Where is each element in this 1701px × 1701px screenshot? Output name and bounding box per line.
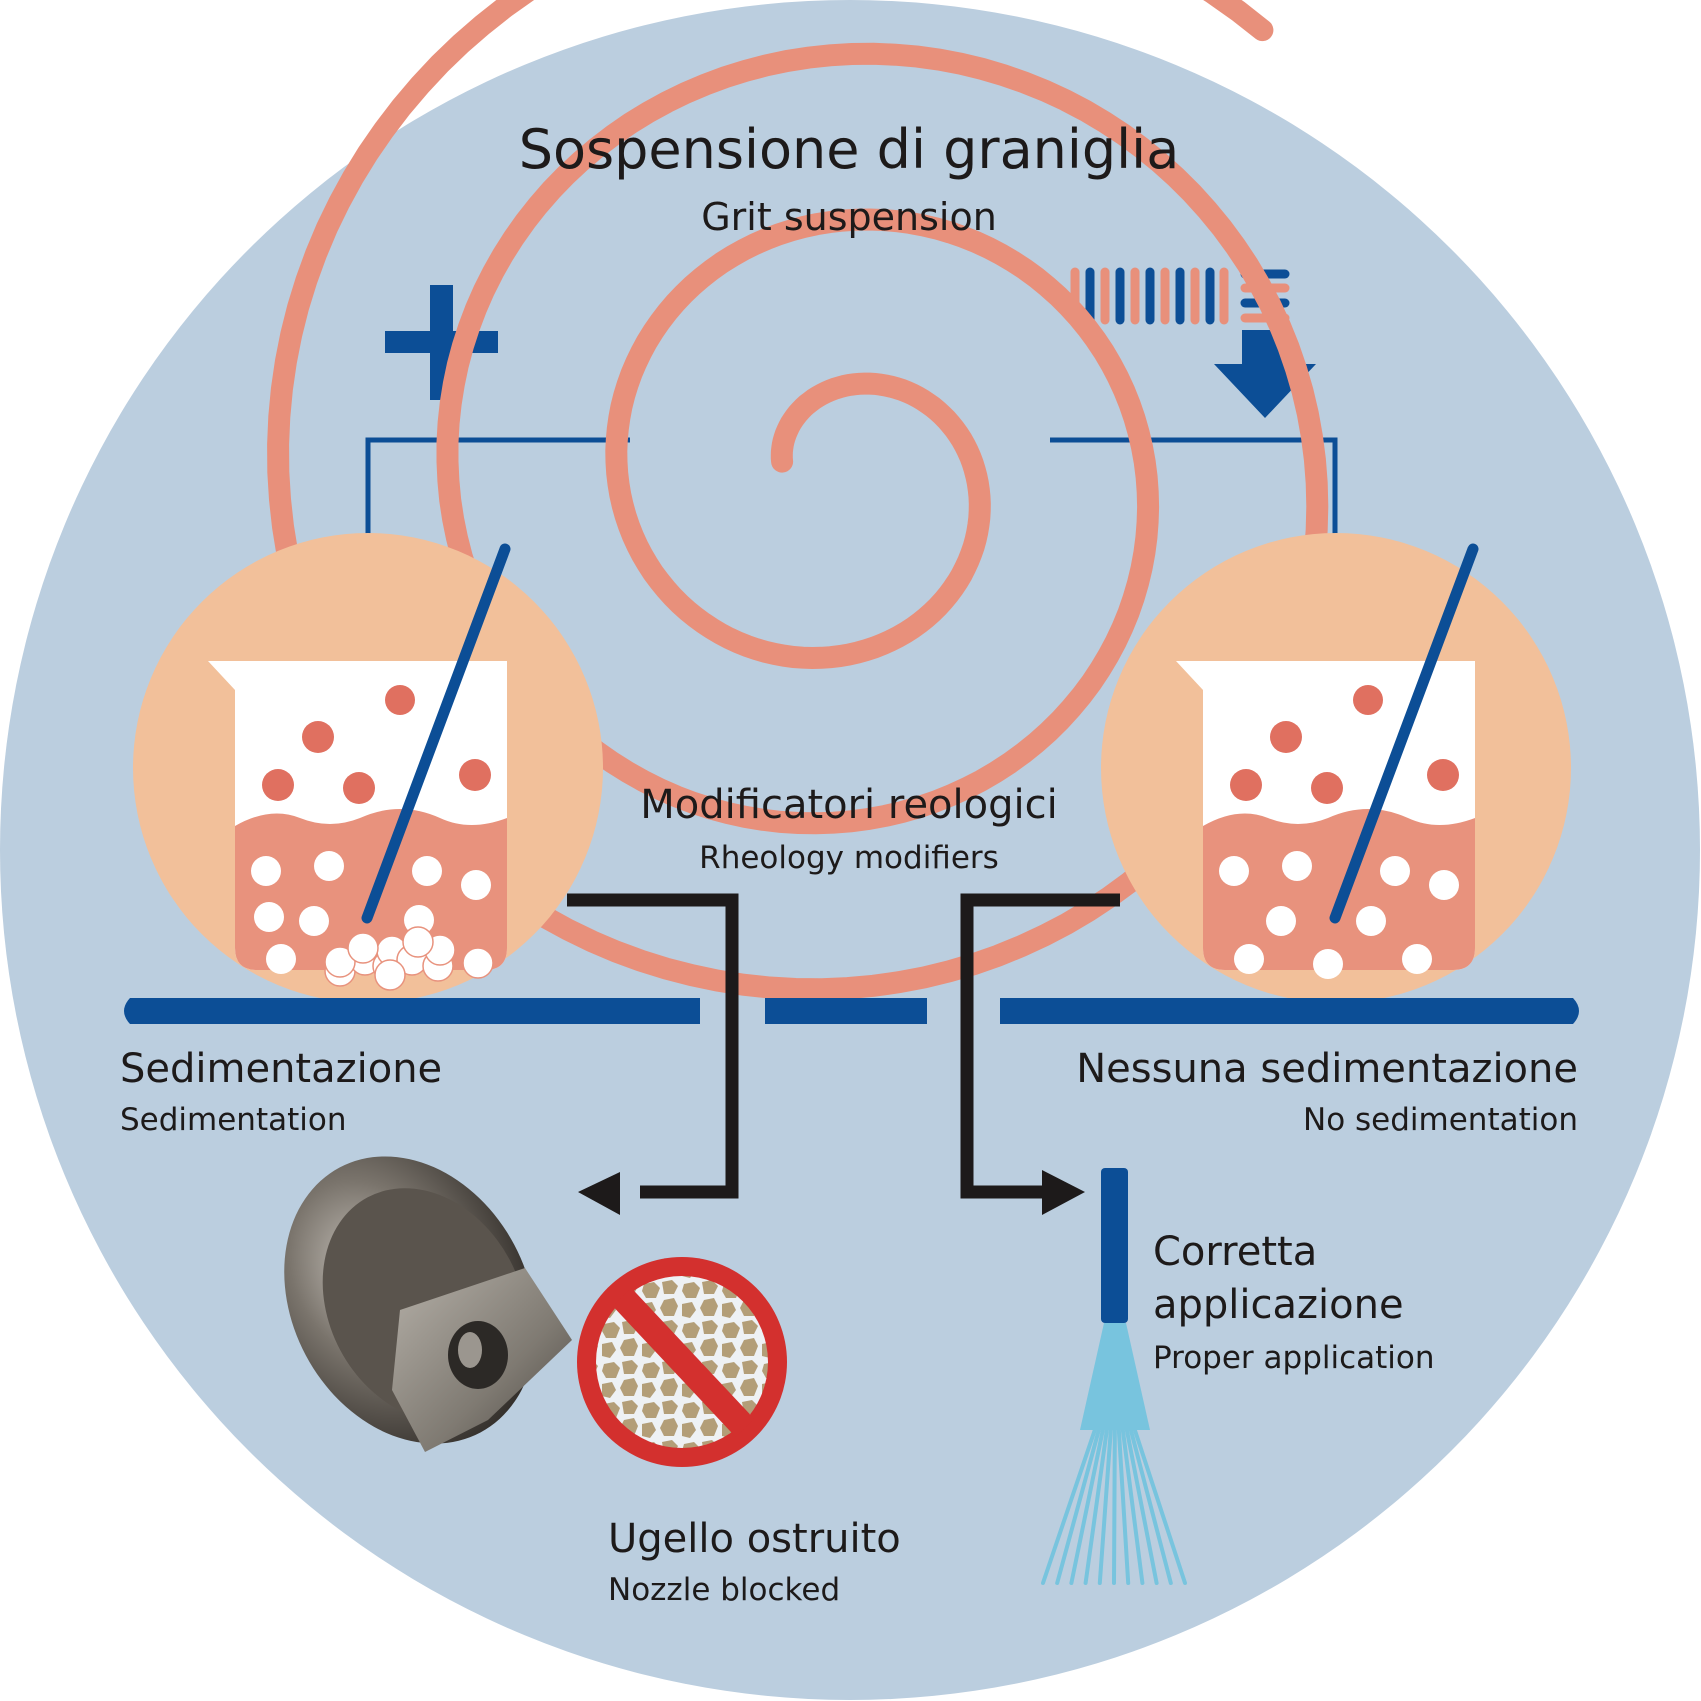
no-sedimentation-label-italian: Nessuna sedimentazione bbox=[1076, 1046, 1578, 1092]
spray-ray bbox=[1119, 1398, 1159, 1585]
beaker-suspended-particles-icon bbox=[1101, 533, 1571, 1003]
flow-arrow-left bbox=[567, 893, 739, 1215]
spray-ray bbox=[1117, 1398, 1145, 1585]
nozzle-blocked-label-italian: Ugello ostruito bbox=[608, 1516, 901, 1562]
flow-arrow-right bbox=[960, 893, 1120, 1215]
no-sign-clogged-icon bbox=[577, 1257, 787, 1467]
no-sedimentation-label-english: No sedimentation bbox=[1303, 1102, 1578, 1138]
spray-ray bbox=[1112, 1398, 1117, 1585]
proper-application-label-italian-line1: Corretta bbox=[1153, 1229, 1317, 1275]
sedimentation-label-italian: Sedimentazione bbox=[120, 1046, 442, 1092]
spiral-stirring-icon bbox=[267, 0, 1329, 1001]
spray-ray bbox=[1083, 1398, 1113, 1585]
rheology-label-italian: Modificatori reologici bbox=[640, 782, 1057, 828]
spray-ray bbox=[1041, 1398, 1107, 1585]
proper-application-label-english: Proper application bbox=[1153, 1340, 1435, 1376]
spray-fan-icon bbox=[1041, 1168, 1187, 1585]
spray-ray bbox=[1055, 1398, 1109, 1585]
rheology-label-english: Rheology modifiers bbox=[699, 840, 999, 876]
spray-ray bbox=[1115, 1398, 1131, 1585]
spray-ray bbox=[1121, 1398, 1173, 1585]
sedimentation-label-english: Sedimentation bbox=[120, 1102, 347, 1138]
spray-ray bbox=[1097, 1398, 1115, 1585]
baseline-bars bbox=[124, 998, 1579, 1024]
proper-application-label-italian-line2: applicazione bbox=[1153, 1282, 1404, 1328]
spray-nozzle-photo bbox=[284, 1156, 572, 1452]
nozzle-blocked-label-english: Nozzle blocked bbox=[608, 1572, 840, 1608]
title-italian: Sospensione di graniglia bbox=[519, 118, 1180, 181]
title-english: Grit suspension bbox=[701, 195, 997, 239]
spray-ray bbox=[1123, 1398, 1187, 1585]
beaker-with-sediment-icon bbox=[133, 533, 603, 1003]
spray-ray bbox=[1069, 1398, 1111, 1585]
